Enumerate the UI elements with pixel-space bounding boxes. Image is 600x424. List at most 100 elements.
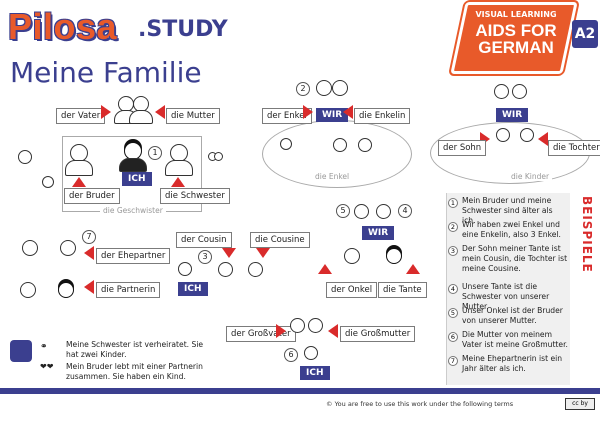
example-num-1: 1 (448, 198, 458, 208)
arrow-sohn (480, 132, 490, 146)
badge-subtitle: VISUAL LEARNING (475, 10, 557, 19)
label-grossmutter: die Großmutter (340, 326, 416, 342)
example-num-3: 3 (448, 246, 458, 256)
example-text-7: Meine Ehepartnerin ist ein Jahr älter al… (462, 354, 563, 373)
me-body (119, 158, 147, 172)
cousin-face (218, 262, 233, 277)
group-label-kinder: die Kinder (508, 172, 553, 181)
label-bruder: der Bruder (64, 188, 120, 204)
example-num-5: 5 (448, 308, 458, 318)
label-cousine: die Cousine (250, 232, 310, 248)
mother-body (129, 110, 153, 124)
baby-face (42, 176, 54, 188)
arrow-onkel (318, 264, 332, 274)
example-text-4: Unsere Tante ist die Schwester von unser… (462, 282, 550, 311)
arrow-enkel (303, 105, 313, 119)
brother-body (65, 160, 93, 176)
grandmother-face (308, 318, 323, 333)
partner-woman-face (18, 150, 32, 164)
sibling-b-face (376, 204, 391, 219)
example-marker-5: 5 (336, 204, 350, 218)
examples-heading: BEISPIELE (580, 196, 594, 273)
dad-face (494, 84, 509, 99)
label-vater: der Vater (56, 108, 106, 124)
example-text-2: Wir haben zwei Enkel und eine Enkelin, a… (462, 220, 561, 239)
aunt-face (386, 248, 402, 264)
arrow-cousin (222, 248, 236, 258)
label-sohn: der Sohn (438, 140, 487, 156)
arrow-partnerin (84, 280, 94, 294)
partner-1-face (20, 282, 36, 298)
example-text-1: Mein Bruder und meine Schwester sind ält… (462, 196, 553, 225)
partner-2-face (58, 282, 74, 298)
group-label-enkel: die Enkel (312, 172, 353, 181)
cc-license-icon[interactable]: cc by (565, 398, 595, 410)
spouse-woman-face (22, 240, 38, 256)
grandma-face (332, 80, 348, 96)
example-text-6: Die Mutter von meinem Vater ist meine Gr… (462, 330, 568, 349)
footer-stripe (0, 388, 600, 394)
grandpa-face (316, 80, 332, 96)
me-grand-face (304, 346, 318, 360)
tag-wir-kinder: WIR (496, 108, 529, 122)
uncle-face (344, 248, 360, 264)
group-label-geschwister: die Geschwister (100, 206, 166, 215)
example-marker-2: 2 (296, 82, 310, 96)
example-marker-1: 1 (148, 146, 162, 160)
arrow-vater (101, 105, 111, 119)
arrow-cousine (256, 248, 270, 258)
info-line-1: Meine Schwester ist verheiratet. Sie hat… (66, 340, 204, 359)
examples-panel (446, 193, 570, 385)
ring-icon-2 (214, 152, 223, 161)
tag-ich-siblings: ICH (122, 172, 152, 186)
me-cousin-face (178, 262, 192, 276)
example-num-2: 2 (448, 222, 458, 232)
cousine-face (248, 262, 263, 277)
pilosa-logo: Pilosa (8, 6, 118, 47)
arrow-mutter (155, 105, 165, 119)
license-text: © You are free to use this work under th… (326, 400, 514, 408)
tag-ich-cousin: ICH (178, 282, 208, 296)
son-face (496, 128, 510, 142)
grandchild-2-face (333, 138, 347, 152)
tag-wir-enkel: WIR (316, 108, 349, 122)
hearts-icon: ❤❤ (40, 362, 54, 371)
tag-wir-onkel: WIR (362, 226, 395, 240)
logo-suffix: .STUDY (138, 17, 228, 42)
label-schwester: die Schwester (160, 188, 230, 204)
arrow-ehepartner (84, 246, 94, 260)
badge-line1: AIDS FOR (475, 21, 557, 40)
grandfather-face (290, 318, 305, 333)
daughter-face (520, 128, 534, 142)
arrow-enkelin (343, 105, 353, 119)
tag-ich-grand: ICH (300, 366, 330, 380)
example-num-4: 4 (448, 284, 458, 294)
label-cousin: der Cousin (176, 232, 232, 248)
label-ehepartner: der Ehepartner (96, 248, 171, 264)
page-title: Meine Familie (10, 56, 202, 89)
label-enkelin: die Enkelin (354, 108, 411, 124)
label-tochter: die Tochter (548, 140, 600, 156)
label-mutter: die Mutter (166, 108, 220, 124)
rings-icon: ⚭ (40, 342, 48, 352)
example-marker-7: 7 (82, 230, 96, 244)
spouse-man-face (60, 240, 76, 256)
example-text-5: Unser Onkel ist der Bruder von unserer M… (462, 306, 563, 325)
label-onkel: der Onkel (326, 282, 378, 298)
example-marker-3: 3 (198, 250, 212, 264)
arrow-schwester (171, 177, 185, 187)
example-num-7: 7 (448, 356, 458, 366)
grandchild-1-face (280, 138, 292, 150)
arrow-bruder (72, 177, 86, 187)
sibling-a-face (354, 204, 369, 219)
grandchild-3-face (358, 138, 372, 152)
info-icon (10, 340, 32, 362)
badge-title: AIDS FOR GERMAN (462, 22, 570, 56)
info-line-2: Mein Bruder lebt mit einer Partnerin zus… (66, 362, 203, 381)
example-marker-4: 4 (398, 204, 412, 218)
sister-body (165, 160, 193, 176)
arrow-grossvater (276, 324, 286, 338)
level-badge: A2 (572, 20, 598, 48)
mom-face (512, 84, 527, 99)
arrow-tante (406, 264, 420, 274)
